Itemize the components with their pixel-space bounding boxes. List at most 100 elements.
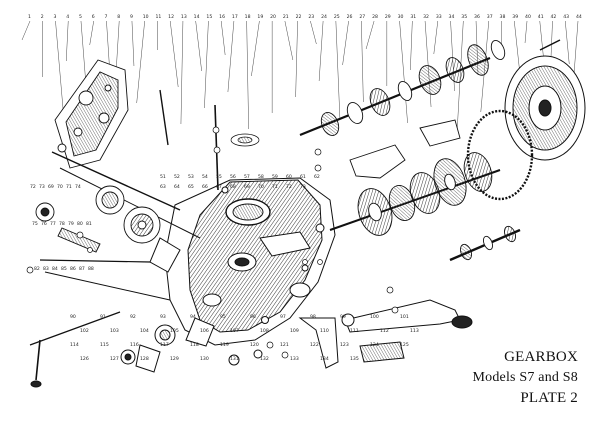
part-number-label: 105	[170, 328, 179, 334]
leader-line	[433, 20, 439, 55]
part-number-label: 10	[143, 14, 149, 20]
part-number-label: 134	[320, 356, 329, 362]
part-number-label: 107	[230, 328, 239, 334]
part-number-label: 58	[258, 174, 264, 180]
part-number-label: 110	[320, 328, 329, 334]
part-number-label: 12	[168, 14, 174, 20]
part-number-label: 21	[283, 14, 289, 20]
leader-line	[55, 20, 64, 115]
part-number-label: 11	[155, 14, 161, 20]
part-number-label: 42	[551, 14, 557, 20]
part-number-label: 92	[130, 314, 136, 320]
part-number-label: 131	[230, 356, 239, 362]
part-number-label: 87	[79, 266, 85, 272]
part-number-label: 104	[140, 328, 149, 334]
part-number-label: 103	[110, 328, 119, 334]
leader-line	[410, 20, 413, 71]
part-number-label: 43	[563, 14, 569, 20]
part-number-label: 44	[576, 14, 582, 20]
part-number-label: 128	[140, 356, 149, 362]
part-number-label: 125	[400, 342, 409, 348]
part-number-label: 31	[410, 14, 416, 20]
leader-line	[318, 20, 324, 82]
part-number-label: 133	[290, 356, 299, 362]
part-number-label: 127	[110, 356, 119, 362]
part-number-label: 77	[50, 221, 56, 227]
part-number-label: 123	[340, 342, 349, 348]
part-number-label: 62	[314, 174, 320, 180]
leader-line	[284, 20, 294, 61]
part-number-label: 120	[250, 342, 259, 348]
part-number-label: 112	[380, 328, 389, 334]
part-number-label: 95	[220, 314, 226, 320]
part-number-label: 6	[92, 14, 95, 20]
caption-title: GEARBOX	[504, 349, 578, 365]
part-number-label: 98	[310, 314, 316, 320]
part-number-label: 80	[77, 221, 83, 227]
part-number-label: 121	[280, 342, 289, 348]
part-number-label: 56	[230, 174, 236, 180]
clutch-housing	[466, 55, 586, 201]
part-number-label: 18	[245, 14, 251, 20]
leader-line	[399, 20, 408, 124]
gearbox-casing	[149, 177, 336, 347]
part-number-label: 118	[190, 342, 199, 348]
part-number-label: 84	[52, 266, 58, 272]
part-number-label: 96	[250, 314, 256, 320]
part-number-label: 3	[53, 14, 56, 20]
leader-line	[295, 20, 298, 98]
part-number-label: 113	[410, 328, 419, 334]
part-number-label: 2	[41, 14, 44, 20]
part-number-label: 88	[88, 266, 94, 272]
part-number-label: 27	[359, 14, 365, 20]
part-number-label: 69	[244, 184, 250, 190]
part-number-label: 15	[206, 14, 212, 20]
part-number-label: 5	[79, 14, 82, 20]
part-number-label: 28	[372, 14, 378, 20]
part-number-label: 97	[280, 314, 286, 320]
part-number-label: 111	[350, 328, 359, 334]
part-number-label: 60	[286, 174, 292, 180]
part-number-label: 23	[308, 14, 314, 20]
selector-linkage	[35, 151, 201, 301]
part-number-label: 32	[423, 14, 429, 20]
part-number-label: 71	[272, 184, 278, 190]
part-number-label: 122	[310, 342, 319, 348]
leader-line	[251, 20, 260, 77]
part-number-label: 82	[34, 266, 40, 272]
part-number-label: 100	[370, 314, 379, 320]
leader-line	[169, 20, 179, 88]
part-number-label: 124	[370, 342, 379, 348]
part-number-label: 1	[28, 14, 31, 20]
leader-line	[195, 20, 202, 72]
part-number-label: 71	[66, 184, 72, 190]
part-number-label: 106	[200, 328, 209, 334]
leader-line	[66, 20, 69, 62]
part-number-label: 85	[61, 266, 67, 272]
part-number-label: 90	[70, 314, 76, 320]
part-number-label: 35	[461, 14, 467, 20]
part-number-label: 57	[244, 174, 250, 180]
part-number-label: 33	[436, 14, 442, 20]
part-number-label: 116	[130, 342, 139, 348]
part-number-label: 81	[86, 221, 92, 227]
part-number-label: 55	[216, 174, 222, 180]
part-number-label: 66	[202, 184, 208, 190]
part-number-label: 19	[257, 14, 263, 20]
upper-mainshaft	[299, 40, 506, 137]
part-number-label: 53	[188, 174, 194, 180]
part-number-label: 74	[75, 184, 81, 190]
part-number-label: 115	[100, 342, 109, 348]
part-number-label: 70	[57, 184, 63, 190]
part-number-label: 72	[30, 184, 36, 190]
leader-line	[565, 20, 570, 65]
part-number-label: 126	[80, 356, 89, 362]
leader-line	[335, 20, 341, 119]
part-number-label: 61	[300, 174, 306, 180]
part-number-label: 99	[340, 314, 346, 320]
part-number-label: 22	[296, 14, 302, 20]
leader-line	[220, 20, 226, 56]
